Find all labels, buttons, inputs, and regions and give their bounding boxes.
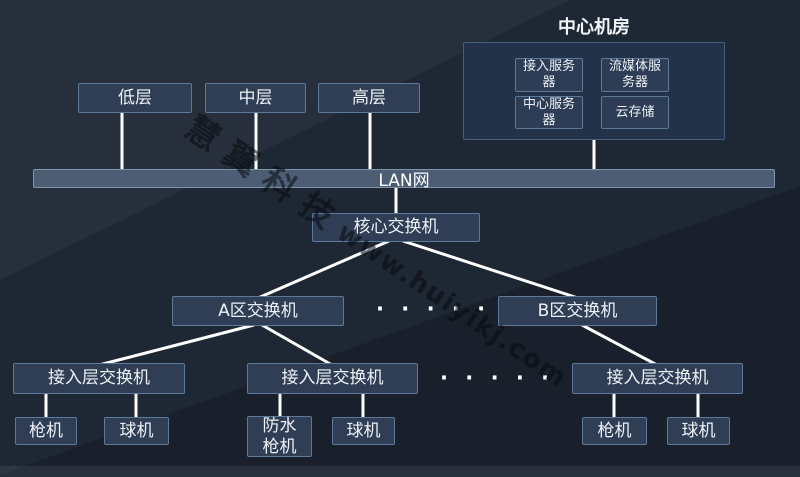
server-node-access: 接入服务 器	[515, 58, 583, 92]
core-switch-node: 核心交换机	[312, 213, 480, 242]
lan-bus: LAN网	[33, 169, 775, 191]
server-node-central: 中心服务 器	[515, 96, 583, 129]
connector-line	[402, 239, 579, 300]
connector-line	[257, 239, 390, 300]
machine-room-panel	[463, 42, 725, 140]
background-bottom-band	[0, 466, 800, 477]
camera-node-dome: 球机	[104, 417, 169, 445]
camera-node-gun: 枪机	[582, 417, 647, 445]
camera-node-gun: 枪机	[15, 417, 77, 445]
camera-node-dome: 球机	[667, 417, 730, 445]
connector-line	[581, 323, 658, 367]
access-switch-node-1: 接入层交换机	[13, 363, 185, 394]
area-b-switch-node: B区交换机	[498, 296, 657, 326]
machine-room-title: 中心机房	[558, 17, 630, 38]
ellipsis-between-area-switches: · · · · ·	[376, 297, 491, 321]
server-node-cloud-storage: 云存储	[601, 96, 669, 129]
ellipsis-between-access-switches: · · · · ·	[440, 366, 555, 390]
camera-node-dome: 球机	[332, 417, 395, 445]
floor-node-low: 低层	[78, 83, 192, 113]
access-switch-node-3: 接入层交换机	[572, 363, 743, 394]
area-a-switch-node: A区交换机	[172, 296, 344, 326]
server-node-streaming: 流媒体服 务器	[601, 58, 669, 92]
camera-node-waterproof-gun: 防水 枪机	[247, 416, 312, 457]
floor-node-high: 高层	[318, 83, 420, 113]
access-switch-node-2: 接入层交换机	[247, 363, 418, 394]
connector-line	[98, 323, 255, 367]
connector-line	[261, 323, 333, 367]
floor-node-mid: 中层	[205, 83, 306, 113]
